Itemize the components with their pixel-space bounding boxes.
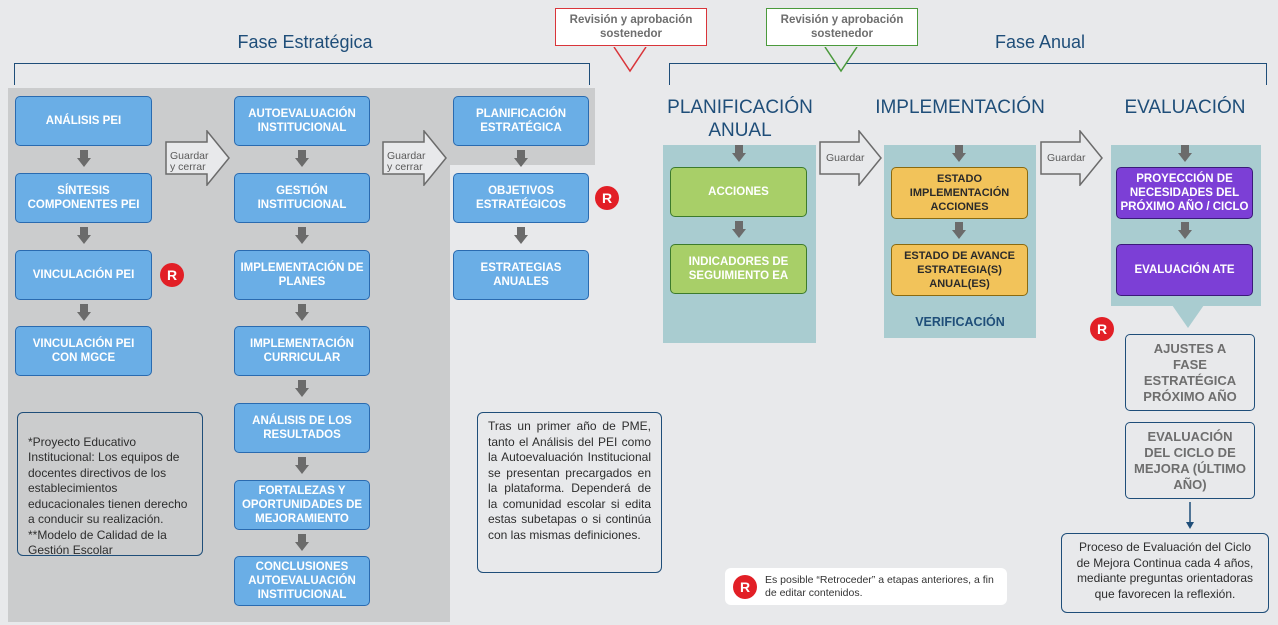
legend-box: R Es posible “Retroceder” a etapas anter…: [725, 568, 1007, 605]
annual-phase-title: Fase Anual: [994, 32, 1086, 52]
save-close-arrow-icon: [382, 130, 447, 186]
acciones-box[interactable]: ACCIONES: [670, 167, 807, 217]
vinculacion-mgce-box[interactable]: VINCULACIÓN PEI CON MGCE: [15, 326, 152, 376]
implementacion-planes-box[interactable]: IMPLEMENTACIÓN DE PLANES: [234, 250, 370, 300]
verificacion-label: VERIFICACIÓN: [915, 315, 1005, 329]
estado-avance-box[interactable]: ESTADO DE AVANCE ESTRATEGIA(S) ANUAL(ES): [891, 244, 1028, 296]
note-precargados-text: Tras un primer año de PME, tanto el Anál…: [488, 419, 651, 542]
save-arrow-icon: [1040, 130, 1103, 186]
evaluacion-panel-pointer: [1172, 305, 1204, 328]
estado-implementacion-box[interactable]: ESTADO IMPLEMENTACIÓN ACCIONES: [891, 167, 1028, 219]
analisis-pei-box[interactable]: ANÁLISIS PEI: [15, 96, 152, 146]
objetivos-estrategicos-box[interactable]: OBJETIVOS ESTRATÉGICOS: [453, 173, 589, 223]
evaluacion-ciclo-box[interactable]: EVALUACIÓN DEL CICLO DE MEJORA (ÚLTIMO A…: [1125, 422, 1255, 499]
arrow-down-icon: [295, 227, 309, 244]
estrategias-anuales-box[interactable]: ESTRATEGIAS ANUALES: [453, 250, 589, 300]
arrow-down-icon: [1178, 145, 1192, 162]
save-close-arrow-icon: [165, 130, 230, 186]
review-right-pointer: [824, 47, 858, 73]
retroceder-badge-icon: R: [733, 574, 757, 599]
proyeccion-necesidades-box[interactable]: PROYECCIÓN DE NECESIDADES DEL PRÓXIMO AÑ…: [1116, 167, 1253, 219]
arrow-down-icon: [732, 145, 746, 162]
evaluacion-ate-box[interactable]: EVALUACIÓN ATE: [1116, 244, 1253, 296]
analisis-resultados-box[interactable]: ANÁLISIS DE LOS RESULTADOS: [234, 403, 370, 453]
stage-evaluacion-title: EVALUACIÓN: [1124, 97, 1246, 118]
fortalezas-box[interactable]: FORTALEZAS Y OPORTUNIDADES DE MEJORAMIEN…: [234, 480, 370, 530]
save-close-label-1: Guardar y cerrar: [170, 150, 209, 173]
note-ciclo-mejora: Proceso de Evaluación del Ciclo de Mejor…: [1061, 533, 1269, 613]
review-left-label: Revisión y aprobación sostenedor: [569, 14, 693, 40]
autoevaluacion-box[interactable]: AUTOEVALUACIÓN INSTITUCIONAL: [234, 96, 370, 146]
arrow-down-icon: [514, 227, 528, 244]
arrow-down-icon: [1178, 222, 1192, 239]
vinculacion-pei-box[interactable]: VINCULACIÓN PEI: [15, 250, 152, 300]
arrow-down-icon: [77, 304, 91, 321]
implementacion-curricular-box[interactable]: IMPLEMENTACIÓN CURRICULAR: [234, 326, 370, 376]
arrow-down-icon: [295, 534, 309, 551]
note-precargados: Tras un primer año de PME, tanto el Anál…: [477, 412, 662, 573]
stage-planificacion-title: PLANIFICACIÓN ANUAL: [667, 97, 813, 141]
retroceder-badge-icon: R: [160, 263, 184, 287]
save-close-label-2: Guardar y cerrar: [387, 150, 426, 173]
retroceder-badge-icon: R: [1090, 317, 1114, 341]
save-label-2: Guardar: [1047, 152, 1086, 164]
save-label-1: Guardar: [826, 152, 865, 164]
note-pei-text: *Proyecto Educativo Institucional: Los e…: [28, 434, 188, 558]
planificacion-estrategica-box[interactable]: PLANIFICACIÓN ESTRATÉGICA: [453, 96, 589, 146]
sintesis-componentes-box[interactable]: SÍNTESIS COMPONENTES PEI: [15, 173, 152, 223]
note-ciclo-mejora-text: Proceso de Evaluación del Ciclo de Mejor…: [1076, 540, 1254, 601]
indicadores-box[interactable]: INDICADORES DE SEGUIMIENTO EA: [670, 244, 807, 294]
arrow-down-thin-icon: [1186, 502, 1194, 529]
legend-text: Es posible “Retroceder” a etapas anterio…: [765, 573, 994, 599]
arrow-down-icon: [295, 380, 309, 397]
review-left-pointer: [613, 47, 647, 73]
arrow-down-icon: [295, 457, 309, 474]
review-box-right: Revisión y aprobación sostenedor: [766, 8, 918, 46]
arrow-down-icon: [77, 150, 91, 167]
retroceder-badge-icon: R: [595, 186, 619, 210]
annual-bracket: [669, 63, 1267, 85]
ajustes-fase-box[interactable]: AJUSTES A FASE ESTRATÉGICA PRÓXIMO AÑO: [1125, 334, 1255, 411]
arrow-down-icon: [952, 145, 966, 162]
arrow-down-icon: [77, 227, 91, 244]
arrow-down-icon: [732, 221, 746, 238]
strategic-bracket: [14, 63, 590, 85]
note-pei-definition: *Proyecto Educativo Institucional: Los e…: [17, 412, 203, 558]
arrow-down-icon: [952, 222, 966, 239]
stage-implementacion-title: IMPLEMENTACIÓN: [875, 97, 1045, 118]
arrow-down-icon: [295, 304, 309, 321]
save-arrow-icon: [819, 130, 882, 186]
review-box-left: Revisión y aprobación sostenedor: [555, 8, 707, 46]
conclusiones-box[interactable]: CONCLUSIONES AUTOEVALUACIÓN INSTITUCIONA…: [234, 556, 370, 606]
gestion-institucional-box[interactable]: GESTIÓN INSTITUCIONAL: [234, 173, 370, 223]
arrow-down-icon: [514, 150, 528, 167]
strategic-phase-title: Fase Estratégica: [237, 32, 373, 52]
arrow-down-icon: [295, 150, 309, 167]
review-right-label: Revisión y aprobación sostenedor: [780, 14, 904, 40]
